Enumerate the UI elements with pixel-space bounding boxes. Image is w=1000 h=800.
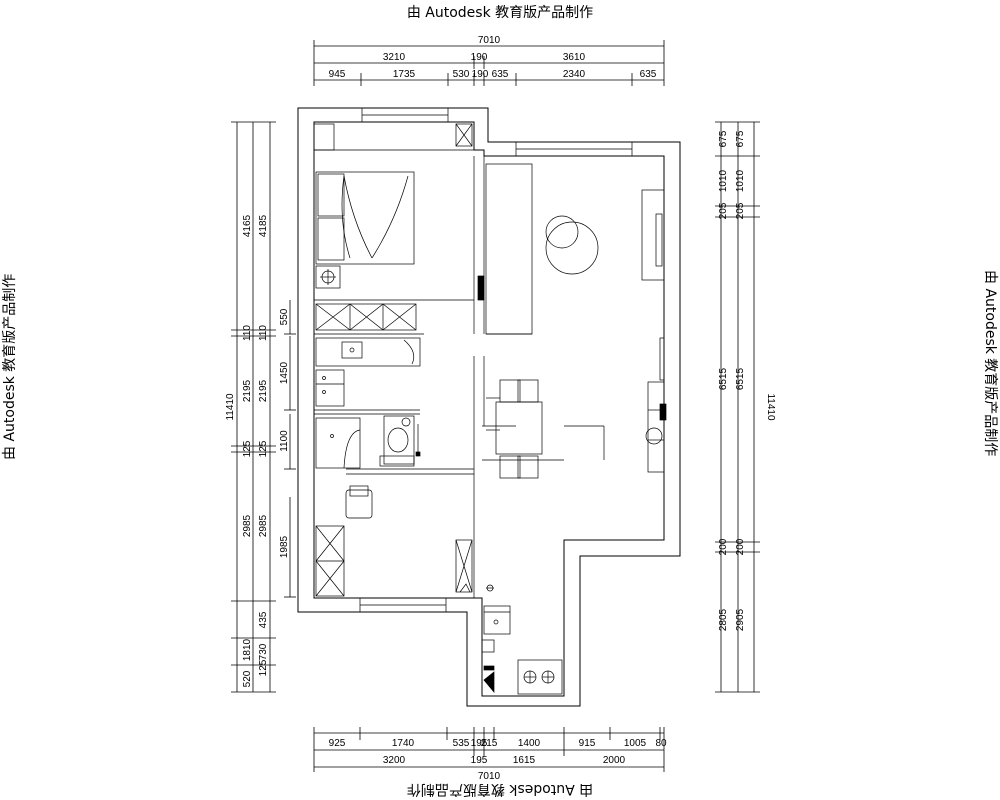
dim-bottom-row2: 1400 [518,738,541,749]
bedroom-1-cabinet [313,123,473,151]
bedroom-2-wardrobe [315,525,345,597]
dim-right-outer: 2905 [735,608,746,631]
dim-left-local: 1985 [279,535,290,558]
dim-right-outer: 6515 [735,367,746,390]
dim-bottom-row2: 535 [453,738,470,749]
bottom-dimension-lines [313,727,665,772]
dim-left-local: 1100 [279,430,290,452]
dim-top-row1: 190 [471,52,488,63]
dim-top-row2: 1735 [393,69,416,80]
dim-right-inner: 205 [718,202,729,219]
dim-right-inner: 200 [718,538,729,555]
bed-1 [315,171,415,265]
dim-top-row2: 635 [492,69,509,80]
dim-top-total: 7010 [478,35,501,46]
vanity [315,337,421,407]
interior-walls [314,149,605,598]
dim-left-outer: 4165 [242,214,253,237]
dim-right-outer: 1010 [735,169,746,192]
desk-chair [345,485,373,519]
dim-top-row1: 3610 [563,52,586,63]
exterior-walls [297,107,681,707]
nightstand [315,265,341,289]
dim-bottom-row1: 195 [471,755,488,766]
dim-left-local: 550 [279,308,290,325]
dim-bottom-row2: 915 [579,738,596,749]
dim-left-inner: 125 [258,440,269,457]
dim-left-inner: 110 [258,325,269,341]
dim-left-inner: 4185 [258,214,269,237]
dim-left-outer: 125 [242,440,253,457]
dim-top-row2: 530 [453,69,470,80]
dim-left-outer: 2985 [242,514,253,537]
left-dimension-lines [231,121,296,693]
dim-left-inner: 435 [258,611,269,628]
dim-bottom-row2: 195 [471,738,488,749]
dim-left-total: 11410 [225,393,236,421]
top-dimension-lines [313,40,665,86]
dim-bottom-row2: 925 [329,738,346,749]
dim-left-local: 1450 [279,361,290,384]
dim-left-outer: 110 [242,325,253,341]
dim-left-outer: 1810 [242,638,253,661]
dim-top-row2: 945 [329,69,346,80]
dim-top-row2: 2340 [563,69,586,80]
dim-left-inner: 125 [258,659,269,676]
dim-right-outer: 205 [735,202,746,219]
dim-left-inner: 730 [258,643,269,660]
dim-right-outer: 675 [735,130,746,147]
dim-bottom-row1: 1615 [513,755,536,766]
dim-right-total: 11410 [765,393,776,421]
ceiling-lamp [545,215,599,275]
dim-top-row1: 3210 [383,52,406,63]
dim-right-inner: 1010 [718,169,729,192]
kitchen-sink [483,584,511,635]
watermark-top: 由 Autodesk 教育版产品制作 [406,5,594,21]
dim-left-inner: 2985 [258,514,269,537]
wardrobe [315,303,417,331]
dim-top-row2: 635 [640,69,657,80]
dim-top-row2: 190 [472,69,489,80]
shower [315,417,361,469]
dim-right-inner: 2805 [718,608,729,631]
kitchen-appliances [481,639,563,695]
sofa [641,189,665,281]
sideboard [645,337,667,473]
toilet [379,415,421,467]
tv-wall-cabinet [477,163,533,335]
bedroom-2-cabinet [455,539,473,593]
dim-left-inner: 2195 [258,379,269,402]
dim-bottom-row1: 3200 [383,755,406,766]
dim-left-outer: 2195 [242,379,253,402]
dim-bottom-row1: 2000 [603,755,626,766]
dim-bottom-row2: 1005 [624,738,647,749]
dim-right-inner: 675 [718,130,729,147]
windows [359,107,664,613]
dining-table [486,379,543,479]
right-dimension-lines [715,121,760,693]
dim-bottom-row2: 215 [481,738,498,749]
dim-left-outer: 520 [242,670,253,687]
dim-bottom-row2: 1740 [392,738,415,749]
dim-right-inner: 6515 [718,367,729,390]
dim-bottom-row2: 80 [655,738,667,749]
dim-bottom-total: 7010 [478,771,501,782]
dim-right-outer: 200 [735,538,746,555]
